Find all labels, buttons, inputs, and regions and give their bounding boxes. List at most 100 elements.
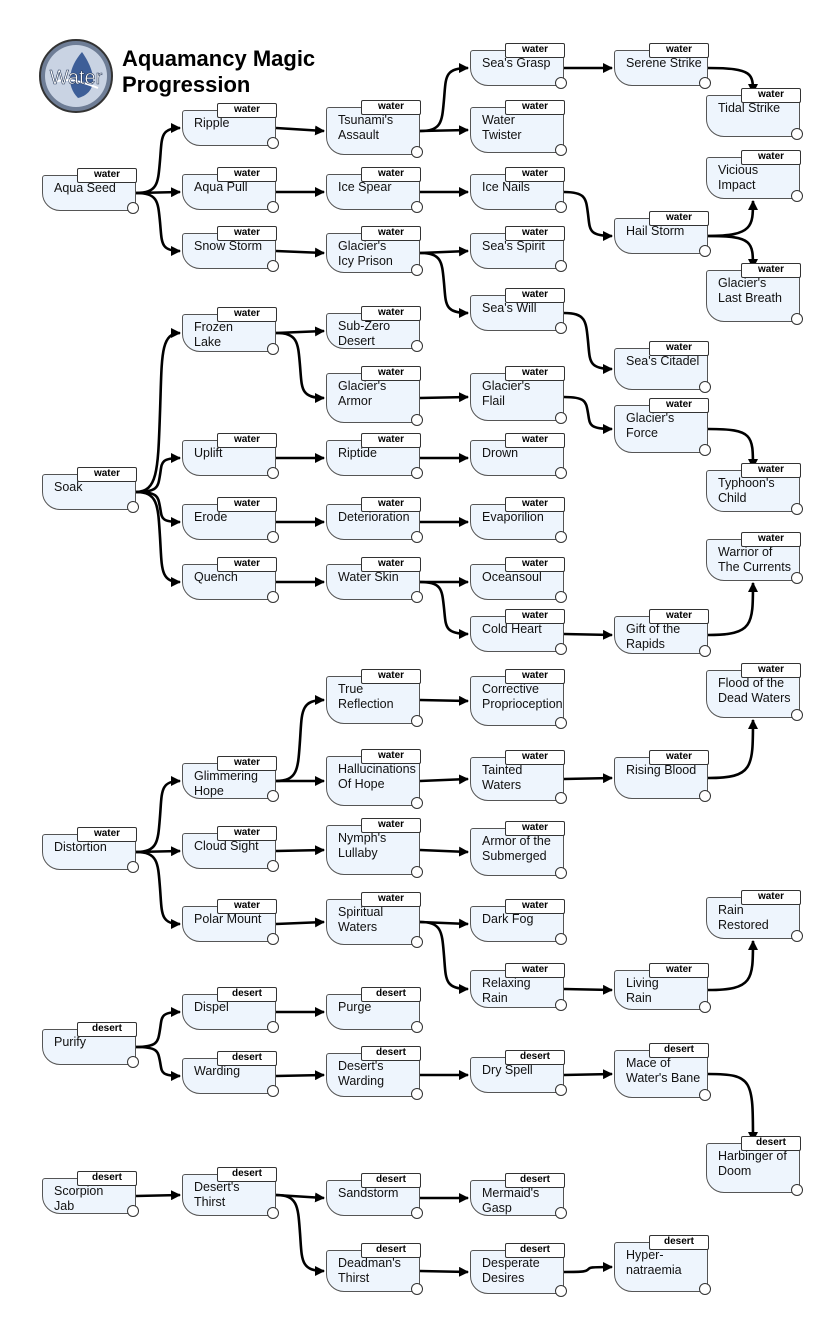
connector-port[interactable] [267,591,279,603]
connector-port[interactable] [267,1021,279,1033]
connector-port[interactable] [411,531,423,543]
connector-port[interactable] [555,412,567,424]
connector-port[interactable] [411,715,423,727]
connector-port[interactable] [699,381,711,393]
connector-port[interactable] [411,340,423,352]
connector-port[interactable] [267,860,279,872]
connector-port[interactable] [555,322,567,334]
connector-port[interactable] [411,201,423,213]
connector-port[interactable] [267,467,279,479]
connector-port[interactable] [555,201,567,213]
connector-port[interactable] [411,1021,423,1033]
connector-port[interactable] [267,201,279,213]
connector-port[interactable] [411,1207,423,1219]
connector-port[interactable] [267,137,279,149]
connector-port[interactable] [411,591,423,603]
connector-port[interactable] [267,260,279,272]
connector-port[interactable] [791,313,803,325]
connector-port[interactable] [699,444,711,456]
connector-port[interactable] [267,933,279,945]
connector-port[interactable] [267,531,279,543]
connector-port[interactable] [555,643,567,655]
connector-port[interactable] [791,930,803,942]
connector-port[interactable] [411,866,423,878]
connector-port[interactable] [555,933,567,945]
connector-port[interactable] [555,1285,567,1297]
connector-port[interactable] [411,797,423,809]
connector-port[interactable] [127,1056,139,1068]
connector-port[interactable] [555,867,567,879]
connector-port[interactable] [127,202,139,214]
connector-port[interactable] [699,1001,711,1013]
connector-port[interactable] [411,1283,423,1295]
connector-port[interactable] [411,264,423,276]
connector-port[interactable] [555,999,567,1011]
connector-port[interactable] [555,1084,567,1096]
connector-port[interactable] [555,144,567,156]
connector-port[interactable] [791,709,803,721]
connector-port[interactable] [555,467,567,479]
connector-port[interactable] [267,1207,279,1219]
connector-port[interactable] [411,467,423,479]
connector-port[interactable] [699,1089,711,1101]
connector-port[interactable] [127,1205,139,1217]
connector-port[interactable] [127,861,139,873]
connector-port[interactable] [411,414,423,426]
connector-port[interactable] [555,77,567,89]
connector-port[interactable] [699,245,711,257]
connector-port[interactable] [555,792,567,804]
connector-port[interactable] [791,503,803,515]
connector-port[interactable] [127,501,139,513]
connector-port[interactable] [555,260,567,272]
